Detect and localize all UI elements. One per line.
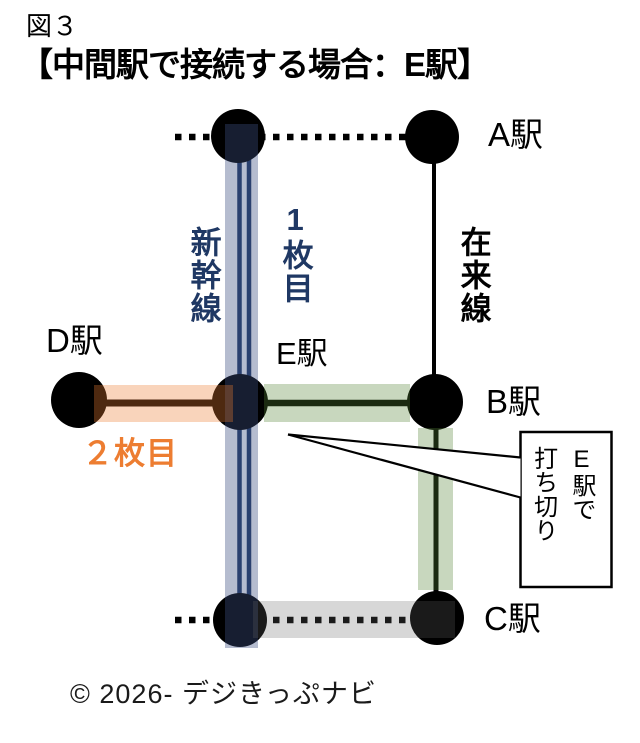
highlight-ticket2-orange [94, 385, 233, 422]
callout-leader-lower [287, 433, 521, 499]
node-station-b [407, 374, 463, 430]
station-label-a: A駅 [488, 116, 544, 153]
station-label-c: C駅 [484, 600, 541, 637]
node-station-d [51, 372, 107, 428]
callout-leader-upper [287, 433, 521, 459]
diagram-title: 【中間駅で接続する場合：E駅】 [20, 46, 490, 83]
highlight-bottom-gray [253, 601, 455, 638]
callout-text: E駅で 打ち切り [520, 432, 612, 587]
callout-box [519, 430, 613, 589]
highlight-e-b-green [264, 384, 410, 422]
node-station-c [410, 591, 464, 645]
highlight-shinkansen-blue [225, 124, 258, 648]
node-junction-top [211, 109, 265, 163]
ticket1-label: 1枚目 [277, 202, 313, 305]
callout-line2: 打ち切り [529, 446, 557, 542]
station-label-d: D駅 [46, 322, 103, 359]
shinkansen-line-label: 新幹線 [185, 226, 221, 325]
station-label-e: E駅 [276, 336, 328, 371]
node-station-e [212, 374, 268, 430]
conventional-line-label: 在来線 [455, 226, 491, 325]
station-label-b: B駅 [486, 383, 542, 420]
copyright-notice: © 2026- デジきっぷナビ [70, 679, 377, 709]
ticket2-label: ２枚目 [82, 436, 178, 471]
node-station-a [405, 110, 459, 164]
callout-line1: E駅で [568, 446, 595, 521]
figure-number-label: 図３ [26, 11, 79, 41]
node-junction-bottom [213, 593, 267, 647]
